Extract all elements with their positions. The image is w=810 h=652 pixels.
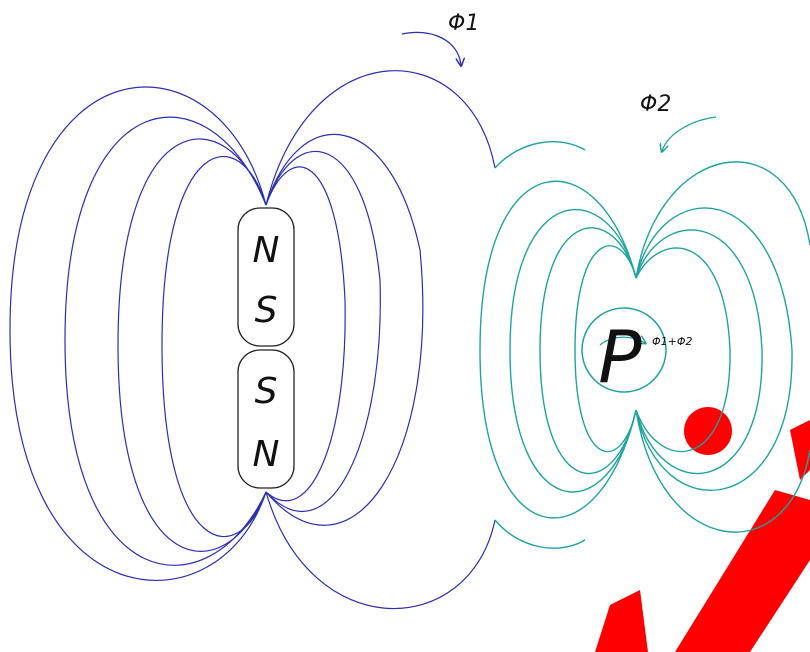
field-line xyxy=(635,207,793,491)
field-line xyxy=(539,227,637,475)
phi2-label: Φ2 xyxy=(640,92,671,117)
magnet-stack: N S S N xyxy=(237,207,295,489)
field-line xyxy=(265,134,424,526)
field-line xyxy=(64,116,267,566)
field-line xyxy=(265,491,496,609)
field-line xyxy=(479,180,637,519)
field-line xyxy=(574,245,637,453)
magnet-lower xyxy=(237,349,295,489)
field-line xyxy=(509,209,637,493)
p-core-label: P xyxy=(598,315,642,399)
field-line xyxy=(265,70,496,206)
field-line xyxy=(635,229,763,475)
field-line xyxy=(494,519,586,549)
curved-arrow-icon xyxy=(599,337,645,346)
field-line xyxy=(265,150,381,513)
p-sum-label: Φ1+Φ2 xyxy=(652,335,693,348)
magnet-field-lines xyxy=(9,70,496,609)
pole-label-n-bottom: N xyxy=(253,434,280,475)
p-core-circle xyxy=(581,307,667,393)
field-line xyxy=(635,161,810,279)
field-line xyxy=(635,247,731,453)
pole-label-s-bottom: S xyxy=(255,371,278,412)
curved-arrow-icon xyxy=(401,31,461,65)
field-line xyxy=(635,409,810,533)
field-line xyxy=(265,166,346,502)
curved-arrow-icon xyxy=(662,116,717,151)
field-line xyxy=(161,155,267,538)
p-core: P Φ1+Φ2 xyxy=(581,307,693,399)
watermark xyxy=(595,407,810,652)
magnet-upper xyxy=(237,207,295,347)
field-line xyxy=(9,86,267,581)
p-field-lines xyxy=(479,141,810,549)
pole-label-n-top: N xyxy=(253,230,280,271)
pole-label-s-top: S xyxy=(255,290,278,331)
phi1-label: Φ1 xyxy=(448,11,479,36)
field-line xyxy=(494,141,586,169)
field-line xyxy=(117,138,267,552)
